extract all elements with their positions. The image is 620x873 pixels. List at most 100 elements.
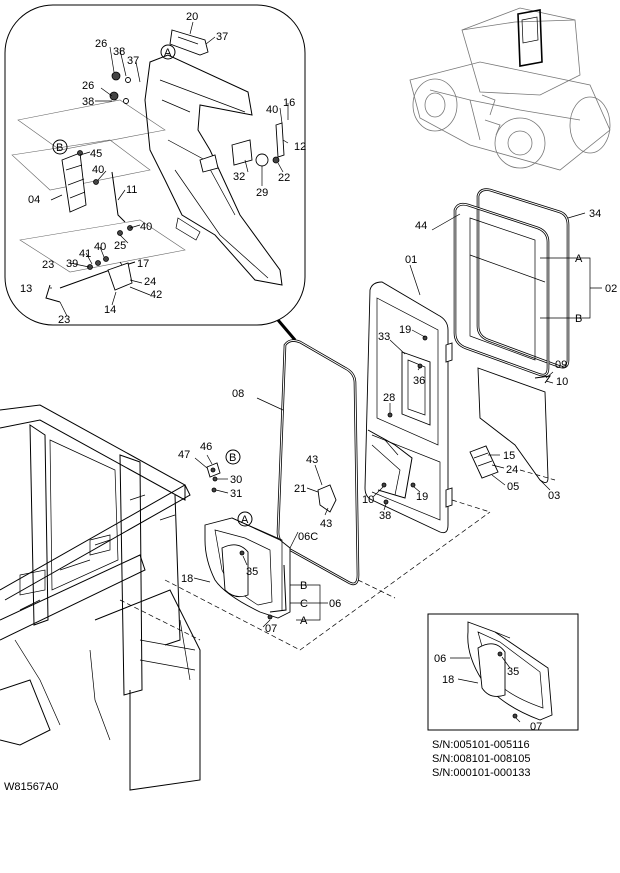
callout-inset-22: 22	[278, 172, 290, 184]
door-01-inner	[376, 297, 439, 446]
glass-assembly	[453, 188, 570, 377]
callout-18: 18	[181, 573, 193, 585]
part-05-detail	[473, 452, 493, 467]
glass-frame-44-inner	[454, 203, 549, 376]
callout-33: 33	[378, 331, 390, 343]
callout-inset-25: 25	[114, 240, 126, 252]
callout-06: 06	[329, 598, 341, 610]
callout-inset-26b: 26	[82, 80, 94, 92]
callout-alt-07: 07	[530, 721, 542, 733]
detail-marker-a-main	[237, 511, 253, 527]
callout-03: 03	[548, 490, 560, 502]
callout-inset-40d: 40	[94, 241, 106, 253]
detail-ref-b-inset: B	[56, 142, 63, 154]
reference-letters: A B B A A B B C A	[56, 47, 583, 627]
frame-top-rail	[0, 484, 191, 601]
callout-30: 30	[230, 474, 242, 486]
overview-wheel-front-hub	[507, 130, 533, 156]
guide-panel-03	[519, 469, 556, 481]
inset-part-32	[231, 139, 253, 166]
cab-frame	[0, 404, 201, 791]
bracket-ref-seal-c: C	[300, 598, 308, 610]
callout-inset-13: 13	[20, 283, 32, 295]
frame-right-vertical	[164, 494, 181, 646]
part-46-knob-center	[210, 467, 216, 473]
door-hinge-upper	[445, 342, 453, 363]
callout-07: 07	[265, 623, 277, 635]
callout-inset-45: 45	[90, 148, 102, 160]
overview-wheel-left	[412, 78, 458, 132]
door-bolt-36	[417, 363, 423, 369]
glass-seal-34	[476, 188, 570, 369]
door-bolt-28	[387, 412, 393, 418]
callout-inset-14: 14	[104, 304, 116, 316]
leader-10a	[545, 380, 554, 384]
overview-hydraulic-detail	[481, 94, 501, 136]
guide-frame	[119, 599, 201, 641]
frame-diagonal	[14, 639, 111, 741]
callout-inset-23a: 23	[42, 259, 54, 271]
overview-cab	[461, 7, 581, 96]
part-21	[317, 484, 337, 513]
leader-19b	[413, 486, 421, 493]
overview-highlight-door	[517, 9, 543, 67]
callout-inset-32: 32	[233, 171, 245, 183]
bracket-ref-glass-a: A	[575, 253, 583, 265]
leader-34	[567, 212, 586, 219]
leader-19a	[411, 329, 426, 338]
inset-cab-frame-flange	[175, 217, 201, 241]
callout-inset-41: 41	[79, 248, 91, 260]
callout-inset-16: 16	[283, 97, 295, 109]
frame-pillar-mid	[119, 454, 143, 696]
frame-box-mid	[89, 534, 111, 556]
callout-10b: 10	[362, 494, 374, 506]
callout-02: 02	[605, 283, 617, 295]
door-linkage-2	[371, 439, 401, 496]
inset-nut-25	[117, 230, 123, 236]
serial-number-3: S/N:000101-000133	[432, 767, 530, 779]
inset-connector	[276, 319, 297, 341]
callout-labels: 20 37 26 38 37 26 38 40 16 12 45 40 04 1…	[20, 11, 617, 733]
bracket-06	[290, 584, 328, 621]
serial-number-2: S/N:008101-008105	[432, 753, 530, 765]
callout-inset-26a: 26	[95, 38, 107, 50]
overview-wheel-front	[494, 117, 546, 169]
door-bolt-19b	[410, 482, 416, 488]
part-03-panel	[477, 367, 549, 483]
detail-inset	[4, 4, 306, 326]
bracket-02	[540, 257, 602, 319]
machine-overview	[409, 7, 611, 171]
guide-lower-left	[164, 511, 491, 651]
glass-seal-34-inner	[477, 189, 569, 368]
leader-46	[206, 454, 213, 465]
door-hinge-lower	[445, 487, 453, 508]
callout-inset-11: 11	[126, 184, 137, 196]
callout-alt-35: 35	[507, 666, 519, 678]
callout-inset-12: 12	[294, 141, 306, 153]
callout-01: 01	[405, 254, 417, 266]
door-bolt-38	[383, 499, 389, 505]
inset-part-13	[45, 284, 61, 303]
alt-bolt-35	[497, 651, 503, 657]
door-assembly	[364, 281, 453, 534]
frame-outline	[0, 404, 186, 501]
callout-31: 31	[230, 488, 242, 500]
callout-43b: 43	[320, 518, 332, 530]
leader-43a	[314, 464, 323, 486]
leader-44	[431, 213, 461, 231]
inset-bolt-26b	[109, 91, 119, 101]
inset-nut-45	[77, 150, 83, 156]
callout-inset-40c: 40	[140, 221, 152, 233]
inset-guide-plane-2	[11, 139, 151, 191]
leader-03	[539, 479, 551, 491]
leader-06c	[289, 531, 299, 549]
guide-gasket	[357, 579, 396, 599]
detail-marker-a-inset	[160, 44, 176, 60]
callout-35: 35	[246, 566, 258, 578]
callout-43a: 43	[306, 454, 318, 466]
part-03-clip-09	[534, 375, 552, 384]
callout-inset-24: 24	[144, 276, 156, 288]
frame-base-plate	[139, 619, 196, 681]
inset-nut-40b	[93, 179, 99, 185]
